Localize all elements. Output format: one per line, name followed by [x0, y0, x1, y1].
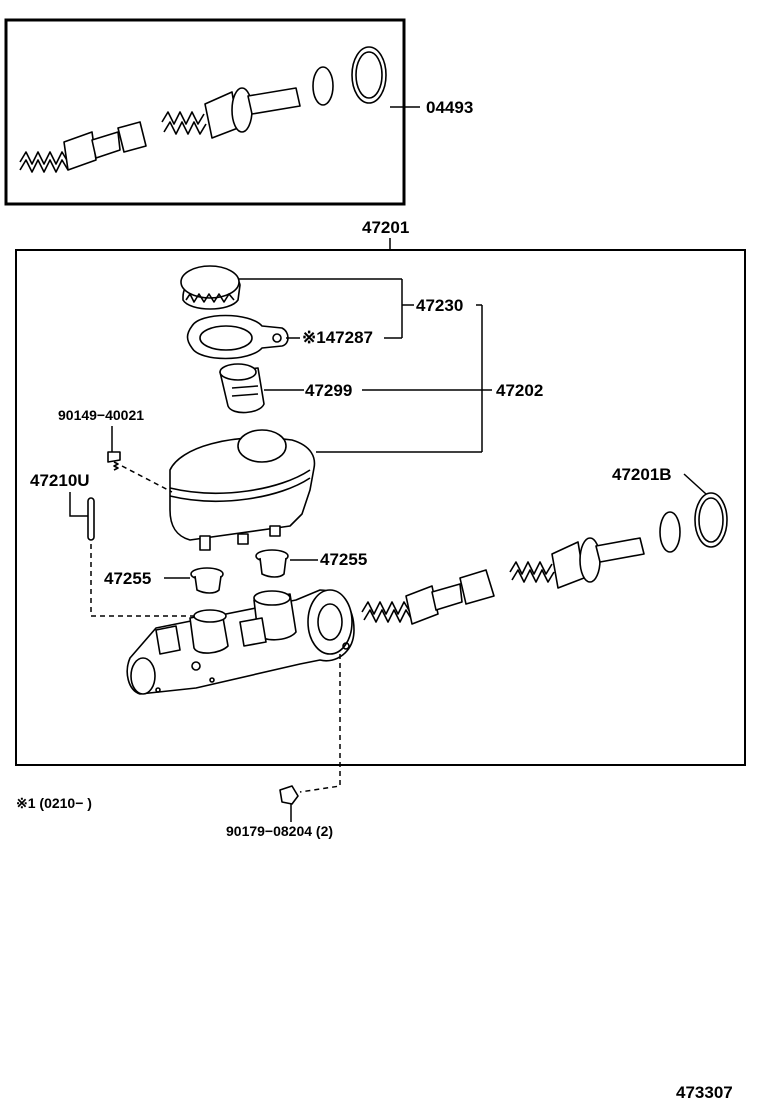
label-reservoir: 47202: [496, 381, 543, 400]
screw-dash: [121, 465, 173, 493]
label-piston-kit: 47201B: [612, 465, 672, 484]
reservoir-drawing: [169, 429, 316, 551]
secondary-piston-drawing: [509, 492, 728, 589]
label-kit: 04493: [426, 98, 473, 117]
master-assy-box: [15, 249, 746, 766]
figure-number: 473307: [676, 1083, 733, 1102]
repair-kit-box: [4, 18, 406, 206]
screw-drawing: [107, 451, 121, 471]
nut-drawing: [279, 785, 299, 805]
label-pin: 47210U: [30, 471, 90, 490]
piston-kit-leader: [683, 473, 707, 495]
pin-leader: [69, 492, 88, 517]
label-gasket: ※147287: [302, 328, 373, 347]
pin-dash: [90, 544, 200, 617]
grommet-left-drawing: [190, 567, 224, 594]
nut-dash: [299, 654, 341, 793]
strainer-drawing: [219, 363, 265, 414]
reservoir-cap-drawing: [180, 265, 241, 310]
label-nut: 90179−08204 (2): [226, 823, 333, 839]
label-strainer: 47299: [305, 381, 352, 400]
note-text: ※1 (0210− ): [16, 795, 92, 811]
label-master-assy: 47201: [362, 218, 409, 237]
label-cap-group: 47230: [416, 296, 463, 315]
pin-drawing: [87, 497, 95, 541]
master-cylinder-body-drawing: [126, 589, 355, 695]
primary-piston-drawing: [361, 569, 495, 625]
kit-piston-assembly-drawing: [19, 46, 387, 173]
label-grommet-left: 47255: [104, 569, 151, 588]
gasket-drawing: [186, 314, 289, 360]
label-grommet-right: 47255: [320, 550, 367, 569]
label-screw: 90149−40021: [58, 407, 144, 423]
grommet-right-drawing: [255, 549, 289, 578]
